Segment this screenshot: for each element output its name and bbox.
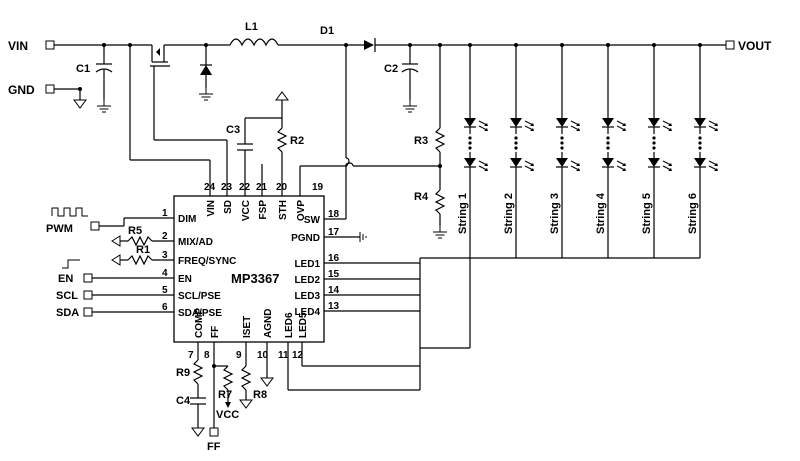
pin-num-23: 23: [221, 182, 233, 193]
pin-name-vcc: VCC: [241, 200, 252, 221]
gnd-label: GND: [8, 83, 35, 97]
string-label-1: String 1: [457, 193, 469, 234]
sda-label: SDA: [56, 307, 79, 319]
pin-num-19: 19: [312, 182, 324, 193]
pin-name-led1: LED1: [294, 259, 320, 270]
pin-num-18: 18: [328, 209, 340, 220]
pin-name-sd: SD: [223, 200, 234, 214]
pwm-label: PWM: [46, 223, 73, 235]
pin-name-comp: COMP: [194, 308, 205, 338]
c4-label: C4: [176, 395, 191, 407]
pin-num-8: 8: [204, 350, 210, 361]
pwm-terminal[interactable]: [90, 221, 100, 231]
pin-name-ovp: OVP: [296, 200, 307, 221]
vin-terminal[interactable]: [45, 40, 55, 50]
led-strings: String 1 String 2 String 3 String 4 String 5…: [457, 43, 718, 258]
r5-label: R5: [128, 225, 142, 237]
d1-label: D1: [320, 25, 334, 37]
led-string-4: String 4: [595, 43, 626, 258]
pin-num-12: 12: [292, 350, 304, 361]
pin-num-13: 13: [328, 301, 340, 312]
pin-name-sw: SW: [304, 215, 321, 226]
pin-num-16: 16: [328, 253, 340, 264]
string-label-4: String 4: [595, 192, 607, 234]
vcc-label: VCC: [216, 409, 239, 421]
vout-terminal[interactable]: [725, 40, 735, 50]
pin-name-led6: LED6: [284, 312, 295, 338]
led-string-6: String 6: [687, 43, 718, 258]
scl-terminal[interactable]: [83, 290, 93, 300]
string-label-3: String 3: [549, 193, 561, 234]
pin-num-6: 6: [162, 302, 168, 313]
led-string-1: String 1: [457, 43, 488, 258]
pin-name-sth: STH: [278, 200, 289, 220]
r7-label: R7: [218, 389, 232, 401]
r8-label: R8: [253, 389, 267, 401]
pin-name-sda-pse: SDA/PSE: [178, 308, 222, 319]
string-label-5: String 5: [641, 193, 653, 234]
pin-name-pgnd: PGND: [291, 233, 320, 244]
ff-label: FF: [207, 441, 221, 453]
pin-num-14: 14: [328, 285, 340, 296]
pin-num-24: 24: [204, 182, 216, 193]
string-label-2: String 2: [503, 193, 515, 234]
pin-name-mix-ad: MIX/AD: [178, 237, 213, 248]
pin-name-led4: LED4: [294, 307, 320, 318]
pin-name-dim: DIM: [178, 214, 196, 225]
pin-num-2: 2: [162, 231, 168, 242]
c3-label: C3: [226, 124, 240, 136]
en-terminal[interactable]: [83, 273, 93, 283]
r2-label: R2: [290, 135, 304, 147]
pin-name-led3: LED3: [294, 291, 320, 302]
l1-label: L1: [245, 21, 258, 33]
r3-label: R3: [414, 135, 428, 147]
pin-num-15: 15: [328, 269, 340, 280]
pin-num-4: 4: [162, 268, 168, 279]
pin-name-en: EN: [178, 274, 192, 285]
gnd-terminal[interactable]: [45, 84, 55, 94]
sda-terminal[interactable]: [83, 307, 93, 317]
pin-name-fsp: FSP: [258, 200, 269, 220]
pin-name-scl-pse: SCL/PSE: [178, 291, 221, 302]
ic-name: MP3367: [231, 271, 279, 286]
pin-name-agnd: AGND: [263, 309, 274, 338]
vin-label: VIN: [8, 39, 28, 53]
pin-name-iset: ISET: [242, 316, 253, 338]
pin-name-freq-sync: FREQ/SYNC: [178, 256, 236, 267]
r9-label: R9: [176, 367, 190, 379]
led-string-2: String 2: [503, 43, 534, 258]
pin-num-9: 9: [236, 350, 242, 361]
pin-name-led2: LED2: [294, 275, 320, 286]
pin-num-10: 10: [257, 350, 269, 361]
vout-label: VOUT: [738, 39, 772, 53]
string-label-6: String 6: [687, 193, 699, 234]
pin-name-led5: LED5: [298, 312, 309, 338]
r1-label: R1: [136, 244, 150, 256]
pin-name-ff: FF: [210, 326, 221, 338]
led-string-5: String 5: [641, 43, 672, 258]
c1-label: C1: [76, 63, 90, 75]
c2-label: C2: [384, 63, 398, 75]
ff-terminal[interactable]: [209, 427, 219, 437]
pin-name-vin: VIN: [206, 200, 217, 217]
ic-body: [173, 195, 325, 343]
pin-num-17: 17: [328, 227, 340, 238]
pin-num-3: 3: [162, 250, 168, 261]
pin-num-11: 11: [278, 350, 289, 361]
pin-num-7: 7: [188, 350, 194, 361]
en-label: EN: [58, 273, 73, 285]
r4-label: R4: [414, 191, 429, 203]
pin-num-5: 5: [162, 285, 168, 296]
scl-label: SCL: [56, 290, 78, 302]
pin-num-1: 1: [162, 208, 168, 219]
led-string-3: String 3: [549, 43, 580, 258]
